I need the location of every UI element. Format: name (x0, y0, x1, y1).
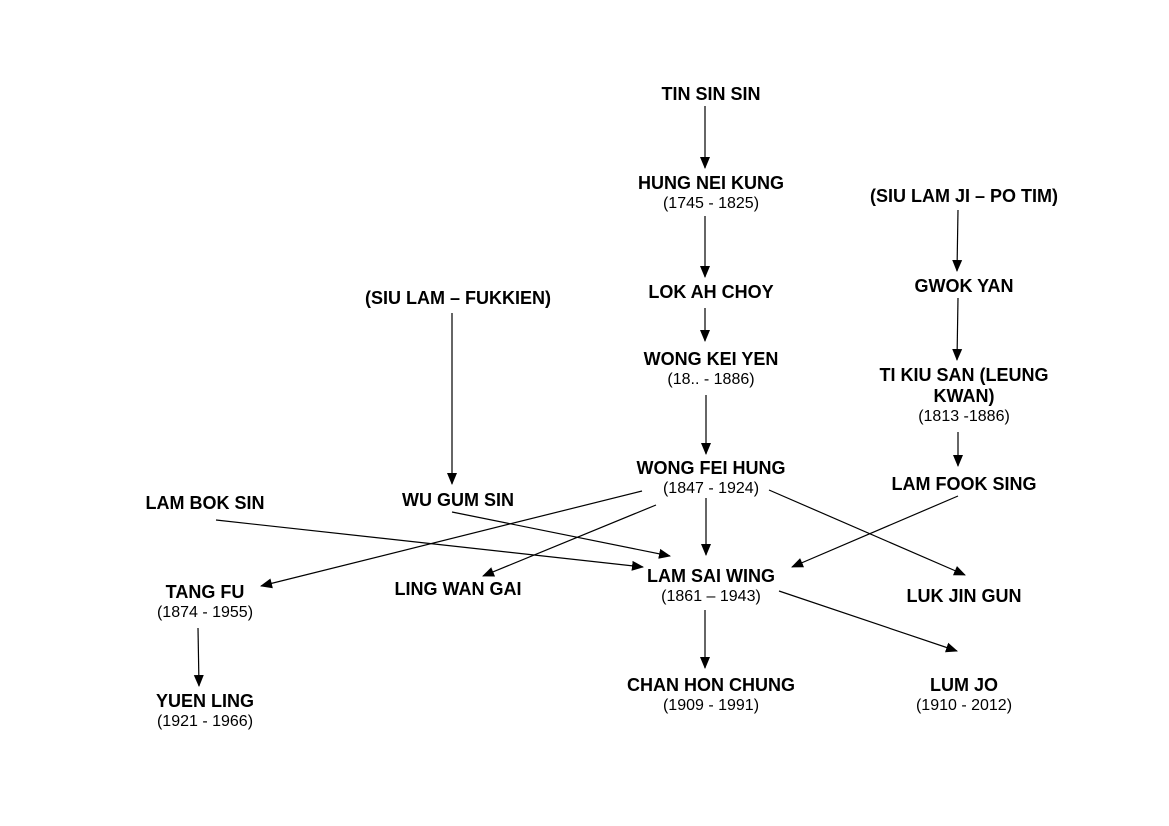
node-gwok-yan: GWOK YAN (864, 276, 1064, 297)
node-name: TIN SIN SIN (661, 84, 761, 104)
node-name: HUNG NEI KUNG (637, 173, 784, 193)
node-name: (SIU LAM – FUKKIEN) (365, 288, 551, 308)
node-years: (1909 - 1991) (662, 697, 760, 714)
edge-arrow-wong-fei-hung-to-tang-fu (260, 490, 643, 589)
node-wong-kei-yen: WONG KEI YEN (18.. - 1886) (611, 349, 811, 390)
node-lam-fook-sing: LAM FOOK SING (854, 474, 1074, 495)
node-lok-ah-choy: LOK AH CHOY (611, 282, 811, 303)
edge-arrow-lam-sai-wing-to-lum-jo (778, 590, 958, 653)
node-name: (SIU LAM JI – PO TIM) (869, 186, 1058, 206)
node-years: (1874 - 1955) (156, 604, 254, 621)
node-chan-hon-chung: CHAN HON CHUNG (1909 - 1991) (596, 675, 826, 716)
node-yuen-ling: YUEN LING (1921 - 1966) (115, 691, 295, 732)
node-wong-fei-hung: WONG FEI HUNG (1847 - 1924) (601, 458, 821, 499)
node-name: LOK AH CHOY (648, 282, 774, 302)
node-name: YUEN LING (155, 691, 254, 711)
node-name: LING WAN GAI (394, 579, 522, 599)
edge-arrow-lam-fook-sing-to-lam-sai-wing (791, 495, 959, 568)
node-lum-jo: LUM JO (1910 - 2012) (864, 675, 1064, 716)
node-luk-jin-gun: LUK JIN GUN (864, 586, 1064, 607)
edge-arrow-gwok-yan-to-ti-kiu-san (952, 297, 963, 361)
node-years: (1861 – 1943) (661, 588, 761, 605)
node-years: (1921 - 1966) (156, 713, 254, 730)
node-years: (1813 -1886) (918, 408, 1010, 425)
node-name: TI KIU SAN (LEUNG KWAN) (879, 365, 1049, 406)
node-name: CHAN HON CHUNG (627, 675, 795, 695)
edge-arrow-siu-lam-ji-po-tim-to-gwok-yan (952, 209, 963, 272)
node-wu-gum-sin: WU GUM SIN (368, 490, 548, 511)
node-name: LUK JIN GUN (906, 586, 1022, 606)
node-years: (18.. - 1886) (667, 371, 755, 388)
node-years: (1910 - 2012) (915, 697, 1013, 714)
edges-layer (193, 106, 966, 687)
node-name: WONG FEI HUNG (636, 458, 786, 478)
node-name: WONG KEI YEN (643, 349, 779, 369)
node-lam-sai-wing: LAM SAI WING (1861 – 1943) (611, 566, 811, 607)
node-tang-fu: TANG FU (1874 - 1955) (115, 582, 295, 623)
node-siu-lam-fukkien: (SIU LAM – FUKKIEN) (343, 288, 573, 309)
node-name: LUM JO (929, 675, 998, 695)
node-hung-nei-kung: HUNG NEI KUNG (1745 - 1825) (601, 173, 821, 214)
node-ling-wan-gai: LING WAN GAI (358, 579, 558, 600)
node-ti-kiu-san: TI KIU SAN (LEUNG KWAN) (1813 -1886) (864, 365, 1064, 427)
node-name: LAM SAI WING (647, 566, 775, 586)
node-name: TANG FU (165, 582, 245, 602)
edge-arrow-lam-bok-sin-to-lam-sai-wing (215, 519, 644, 571)
node-years: (1847 - 1924) (662, 480, 760, 497)
node-tin-sin-sin: TIN SIN SIN (611, 84, 811, 105)
edge-arrow-wong-fei-hung-to-ling-wan-gai (482, 504, 657, 577)
node-siu-lam-ji-po-tim: (SIU LAM JI – PO TIM) (849, 186, 1079, 207)
node-lam-bok-sin: LAM BOK SIN (115, 493, 295, 514)
node-name: WU GUM SIN (402, 490, 514, 510)
edge-arrow-wu-gum-sin-to-lam-sai-wing (451, 511, 671, 559)
node-years: (1745 - 1825) (662, 195, 760, 212)
edge-arrow-tang-fu-to-yuen-ling (193, 627, 204, 687)
node-name: LAM BOK SIN (145, 493, 265, 513)
edge-arrow-wong-fei-hung-to-luk-jin-gun (768, 489, 966, 576)
node-name: GWOK YAN (914, 276, 1014, 296)
node-name: LAM FOOK SING (891, 474, 1037, 494)
